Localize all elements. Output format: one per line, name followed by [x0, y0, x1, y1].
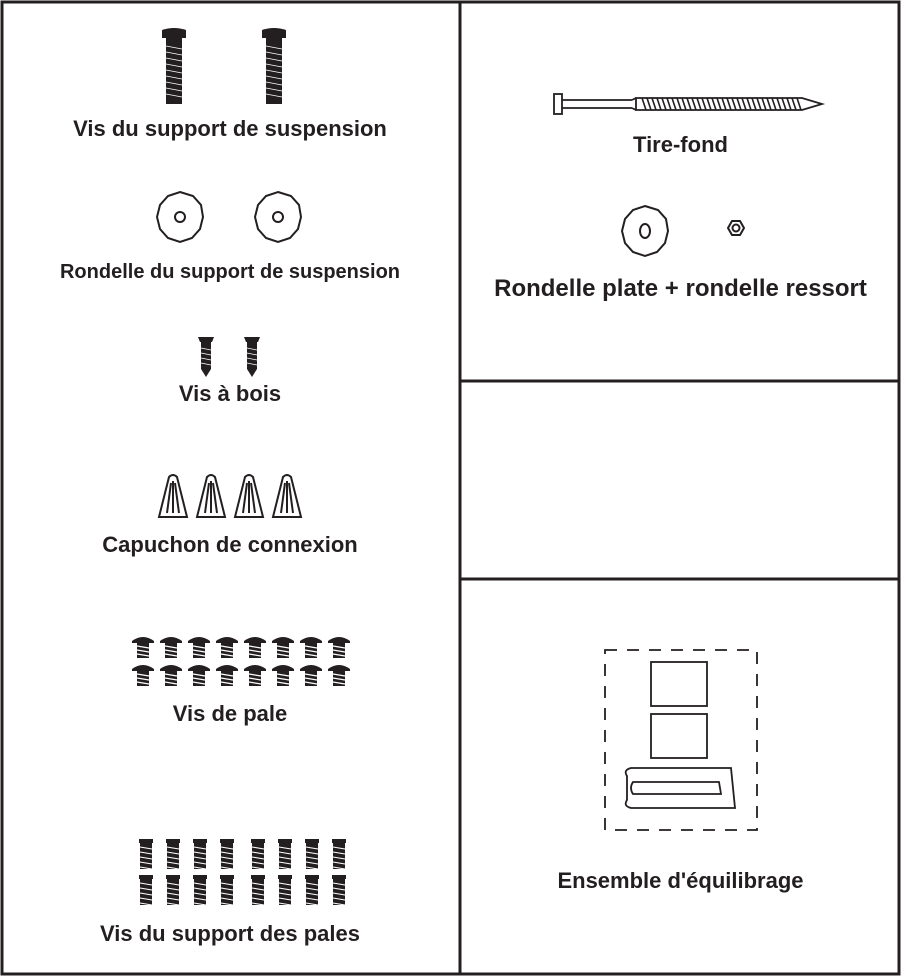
empty-parts-box: [460, 381, 901, 579]
washer-icon: [155, 190, 303, 244]
wire-nut-icon: [157, 474, 303, 518]
wood-screw-icon: [198, 337, 260, 377]
flat-washer-icon: [620, 204, 746, 258]
blade-screw: [160, 637, 182, 658]
wood-screws-label: Vis à bois: [178, 381, 282, 406]
wire-nuts-label: Capuchon de connexion: [102, 532, 358, 557]
blade-screw: [160, 665, 182, 686]
right-panel: Tire-fond Rondelle plate + rondelle ress…: [460, 0, 901, 976]
bracket-screw: [305, 875, 319, 906]
bracket-screw: [166, 875, 180, 906]
bracket-screw: [251, 839, 265, 870]
bracket-screw: [220, 839, 234, 870]
bracket-screw: [193, 839, 207, 870]
blade-screw: [272, 665, 294, 686]
blade-screw: [132, 637, 154, 658]
blade-screw: [216, 665, 238, 686]
blade-screw: [188, 665, 210, 686]
blade-screw: [188, 637, 210, 658]
bracket-screw: [139, 839, 153, 870]
blade-screw: [216, 637, 238, 658]
blade-screw: [328, 637, 350, 658]
machine-screw-icon: [162, 28, 286, 104]
bracket-screw: [220, 875, 234, 906]
blade-screw: [300, 637, 322, 658]
bracket-screw: [278, 875, 292, 906]
bracket-screw: [193, 875, 207, 906]
lag-screw-label: Tire-fond: [633, 132, 728, 157]
bracket-screw: [332, 875, 346, 906]
blade-screw: [244, 637, 266, 658]
left-panel: Vis du support de suspension Rondelle du…: [59, 28, 401, 946]
blade-screw: [300, 665, 322, 686]
washers-label: Rondelle plate + rondelle ressort: [494, 275, 867, 302]
bracket-screw: [278, 839, 292, 870]
hanger-bracket-washers-label: Rondelle du support de suspension: [59, 261, 401, 283]
hanger-bracket-screws-label: Vis du support de suspension: [73, 116, 387, 141]
lag-screw-icon: [553, 93, 826, 115]
bracket-screw: [332, 839, 346, 870]
blade-screw: [132, 665, 154, 686]
balancing-kit-label: Ensemble d'équilibrage: [557, 868, 804, 893]
blade-screw-icon: [132, 637, 350, 686]
bracket-screw: [251, 875, 265, 906]
blade-screw: [328, 665, 350, 686]
blade-screw: [272, 637, 294, 658]
bracket-screw-icon: [139, 839, 346, 906]
balancing-kit-icon: [604, 649, 758, 831]
blade-bracket-screws-label: Vis du support des pales: [100, 921, 360, 946]
bracket-screw: [166, 839, 180, 870]
bracket-screw: [139, 875, 153, 906]
blade-screw: [244, 665, 266, 686]
bracket-screw: [305, 839, 319, 870]
blade-screws-label: Vis de pale: [172, 701, 288, 726]
